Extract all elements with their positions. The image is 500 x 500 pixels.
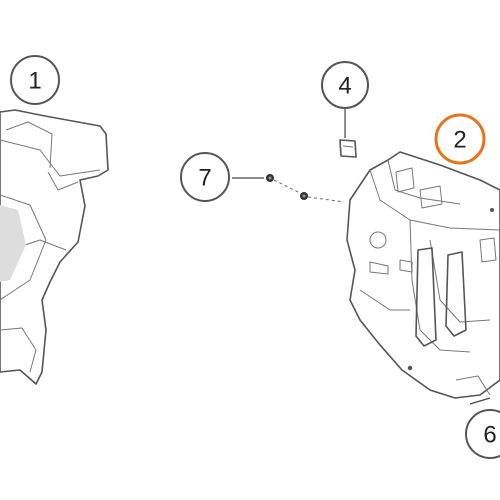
part-2-housing[interactable] <box>346 151 500 399</box>
part-7-screw[interactable] <box>266 174 274 182</box>
part-4-clip[interactable] <box>339 139 357 158</box>
callout-4-label: 4 <box>338 73 351 100</box>
part-2-screw[interactable] <box>300 192 308 200</box>
callout-1-ring <box>10 55 60 105</box>
callout-6[interactable]: 6 <box>465 409 500 459</box>
callout-2[interactable]: 2 <box>434 113 486 165</box>
callout-2-label: 2 <box>453 127 466 154</box>
callout-4[interactable]: 4 <box>321 61 369 109</box>
part-1-panel[interactable] <box>0 109 109 385</box>
callout-1[interactable]: 1 <box>10 55 60 105</box>
callout-7[interactable]: 7 <box>180 152 230 202</box>
leader-lines <box>232 108 491 405</box>
callout-1-label: 1 <box>28 68 41 95</box>
callout-7-ring <box>180 152 230 202</box>
callout-6-label: 6 <box>483 422 496 449</box>
callout-4-ring <box>321 61 369 109</box>
assembly-lines <box>273 179 345 203</box>
callout-2-ring <box>434 113 486 165</box>
callout-6-ring <box>465 409 500 459</box>
callout-7-label: 7 <box>198 165 211 192</box>
